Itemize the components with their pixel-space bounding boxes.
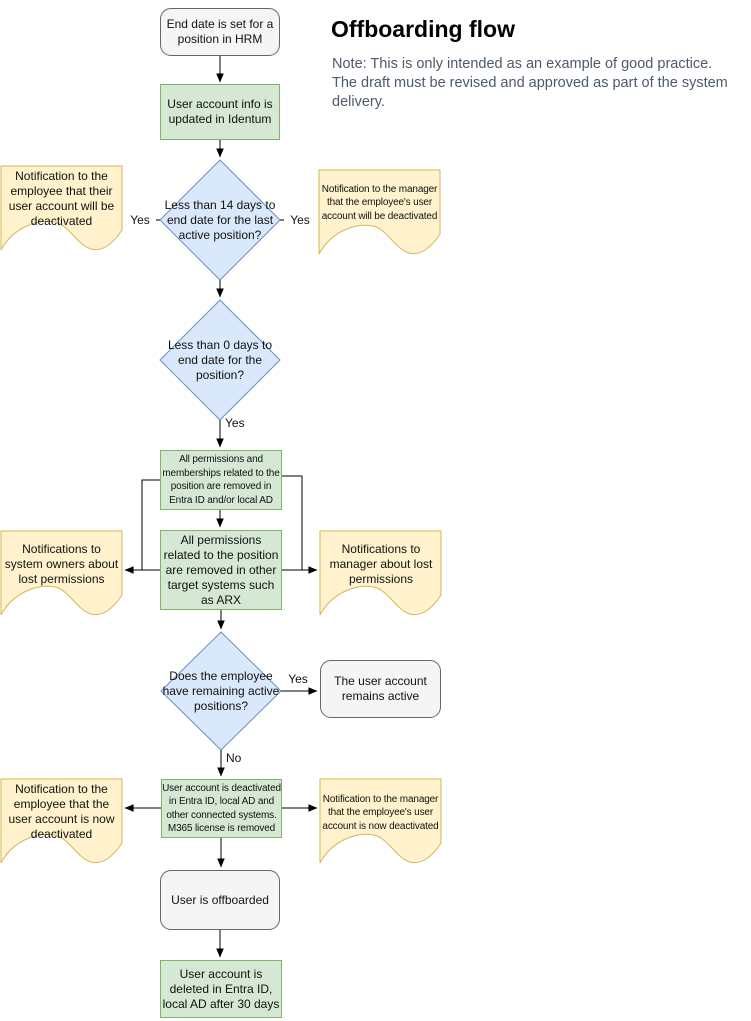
step-identum-update-label: User account info is updated in Identum — [167, 97, 273, 126]
step-remove-permissions-ad-label: All permissions and memberships related … — [162, 454, 280, 506]
step-delete-account-label: User account is deleted in Entra ID, loc… — [162, 966, 280, 1011]
note-employee-now-deactivated-shape[interactable] — [0, 778, 123, 864]
edge-label-yes-decision14-right: Yes — [284, 213, 316, 227]
step-remove-permissions-ad[interactable]: All permissions and memberships related … — [160, 450, 282, 510]
terminal-account-remains-active[interactable]: The user account remains active — [320, 660, 441, 718]
step-identum-update[interactable]: User account info is updated in Identum — [160, 84, 280, 140]
step-deactivate-account[interactable]: User account is deactivated in Entra ID,… — [161, 779, 282, 838]
terminal-account-remains-active-label: The user account remains active — [334, 674, 427, 703]
note-manager-lost-permissions-shape[interactable] — [319, 530, 442, 616]
elbow-remove-ad-note-managerlost — [282, 475, 303, 570]
edge-label-yes-decision-remaining-right: Yes — [282, 672, 314, 686]
diagram-title: Offboarding flow — [331, 16, 515, 42]
step-delete-account[interactable]: User account is deleted in Entra ID, loc… — [160, 960, 282, 1018]
edge-label-no-decision-remaining-down: No — [225, 751, 243, 765]
note-employee-will-deactivate-shape[interactable] — [0, 165, 123, 251]
decision-14-days-shape[interactable] — [159, 159, 281, 281]
note-manager-will-deactivate-shape[interactable] — [318, 169, 441, 255]
step-deactivate-account-label: User account is deactivated in Entra ID,… — [162, 782, 281, 835]
edge-label-yes-decision0-down: Yes — [224, 416, 246, 430]
decision-0-days-shape[interactable] — [159, 299, 281, 421]
step-remove-permissions-other-label: All permissions related to the position … — [163, 532, 279, 607]
start-node-label: End date is set for a position in HRM — [166, 17, 274, 46]
note-manager-now-deactivated-shape[interactable] — [319, 778, 442, 864]
diagram-note: Note: This is only intended as an exampl… — [332, 56, 728, 110]
decision-remaining-positions-shape[interactable] — [160, 631, 282, 751]
edge-label-yes-decision14-left: Yes — [124, 213, 156, 227]
note-system-owners-lost-permissions-shape[interactable] — [0, 530, 123, 616]
terminal-user-offboarded-label: User is offboarded — [171, 892, 269, 907]
step-remove-permissions-other[interactable]: All permissions related to the position … — [160, 530, 282, 610]
terminal-user-offboarded[interactable]: User is offboarded — [160, 870, 280, 930]
start-node[interactable]: End date is set for a position in HRM — [160, 8, 280, 56]
elbow-remove-ad-note-systemowners — [141, 479, 160, 570]
